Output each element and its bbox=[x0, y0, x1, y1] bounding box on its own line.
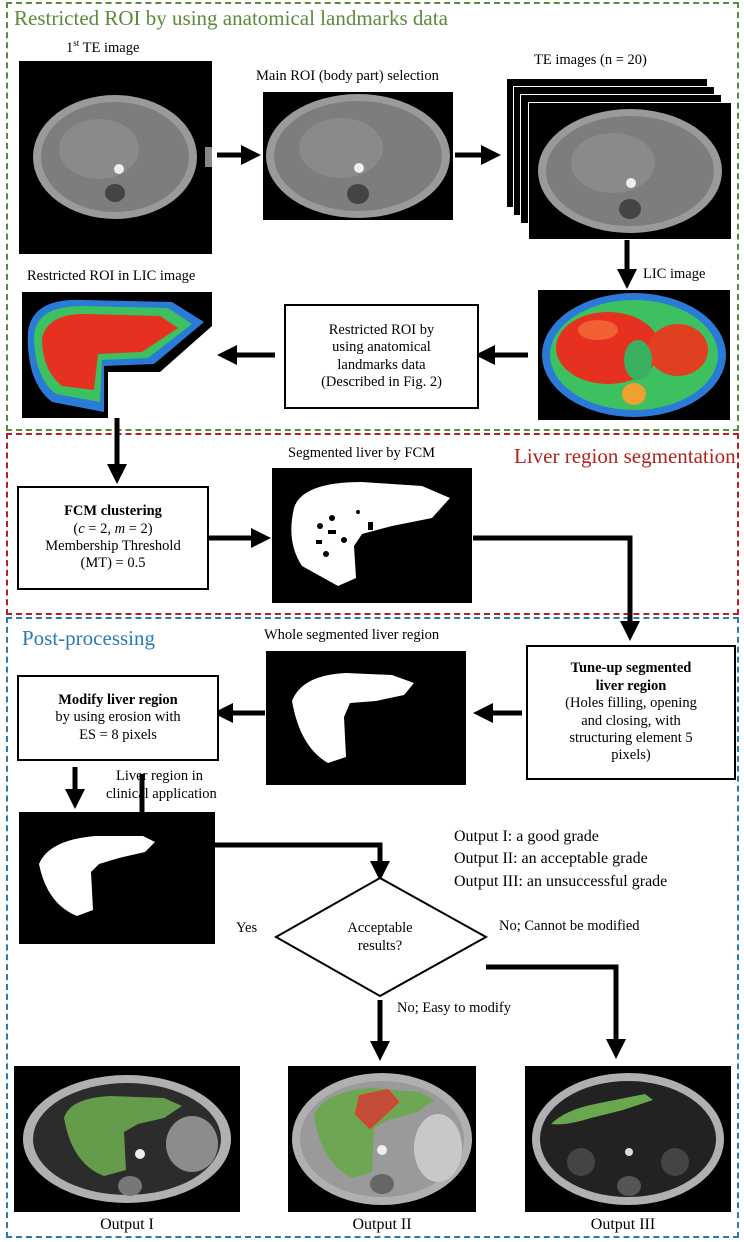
first-te-caption: 1st TE image bbox=[66, 38, 139, 57]
first-te-image bbox=[19, 61, 212, 254]
output-1-label: Output I bbox=[100, 1216, 154, 1233]
restricted-lic-caption: Restricted ROI in LIC image bbox=[27, 268, 196, 284]
output-3-label: Output III bbox=[590, 1216, 656, 1233]
tuneup-line-1: (Holes filling, opening bbox=[565, 695, 697, 712]
restricted-roi-box: Restricted ROI by using anatomical landm… bbox=[284, 304, 479, 409]
first-te-superscript: st bbox=[73, 38, 80, 48]
output-3-image bbox=[525, 1066, 731, 1212]
decision-question-2: results? bbox=[357, 938, 403, 954]
modify-box: Modify liver region by using erosion wit… bbox=[17, 675, 219, 761]
legend-output-2: Output II: an acceptable grade bbox=[454, 850, 648, 867]
tuneup-line-3: structuring element 5 bbox=[569, 729, 693, 746]
decision-no-easy-label: No; Easy to modify bbox=[397, 1000, 511, 1016]
tuneup-title-1: Tune-up segmented bbox=[570, 660, 692, 677]
segmented-fcm-caption: Segmented liver by FCM bbox=[288, 445, 436, 461]
segmentation-section-frame bbox=[6, 433, 739, 615]
liver-clinical-caption-2: clinical application bbox=[106, 786, 217, 802]
fcm-box: FCM clustering (c = 2, m = 2) Membership… bbox=[17, 486, 209, 590]
output-1-image bbox=[14, 1066, 240, 1212]
tuneup-line-2: and closing, with bbox=[581, 712, 681, 729]
output-2-label: Output II bbox=[352, 1216, 412, 1233]
modify-line-2: ES = 8 pixels bbox=[79, 726, 157, 743]
postprocessing-section-title: Post-processing bbox=[22, 626, 155, 650]
main-roi-caption: Main ROI (body part) selection bbox=[256, 68, 439, 84]
whole-segmented-image bbox=[266, 651, 466, 785]
liver-clinical-caption-1: Liver region in bbox=[116, 768, 203, 784]
lic-image bbox=[538, 290, 730, 420]
tuneup-box: Tune-up segmented liver region (Holes fi… bbox=[526, 645, 736, 780]
decision-diamond bbox=[273, 876, 489, 998]
te-images-caption: TE images (n = 20) bbox=[534, 52, 647, 68]
output-2-image bbox=[288, 1066, 476, 1212]
segmented-fcm-image bbox=[272, 468, 472, 603]
first-te-number: 1 bbox=[66, 39, 74, 56]
fcm-line-2: Membership Threshold bbox=[45, 538, 181, 554]
decision-yes-label: Yes bbox=[236, 920, 258, 936]
fcm-params: (c = 2, m = 2) bbox=[73, 520, 153, 537]
restricted-roi-line-1: Restricted ROI by bbox=[328, 321, 435, 338]
decision-no-cannot-label: No; Cannot be modified bbox=[499, 918, 640, 934]
roi-section-frame bbox=[6, 2, 739, 431]
modify-line-1: by using erosion with bbox=[55, 709, 181, 726]
roi-section-title: Restricted ROI by using anatomical landm… bbox=[14, 6, 448, 30]
te-images-stack bbox=[506, 78, 732, 240]
postprocessing-section-frame bbox=[6, 617, 739, 1238]
restricted-roi-line-2: using anatomical bbox=[332, 339, 431, 356]
restricted-lic-image bbox=[22, 292, 212, 418]
first-te-text: TE image bbox=[79, 39, 140, 56]
main-roi-image bbox=[263, 92, 453, 220]
liver-clinical-image bbox=[19, 812, 215, 944]
tuneup-line-4: pixels) bbox=[611, 747, 651, 764]
decision-question-1: Acceptable bbox=[347, 920, 413, 936]
whole-segmented-caption: Whole segmented liver region bbox=[264, 627, 440, 643]
legend-output-1: Output I: a good grade bbox=[454, 828, 599, 845]
legend-output-3: Output III: an unsuccessful grade bbox=[454, 873, 668, 890]
modify-title: Modify liver region bbox=[58, 691, 178, 708]
restricted-roi-line-4: (Described in Fig. 2) bbox=[321, 373, 442, 390]
fcm-title: FCM clustering bbox=[64, 503, 162, 520]
tuneup-title-2: liver region bbox=[595, 677, 667, 694]
lic-image-caption: LIC image bbox=[643, 266, 706, 282]
fcm-line-3: (MT) = 0.5 bbox=[80, 555, 146, 572]
segmentation-section-title: Liver region segmentation bbox=[514, 444, 736, 468]
restricted-roi-line-3: landmarks data bbox=[337, 356, 426, 373]
